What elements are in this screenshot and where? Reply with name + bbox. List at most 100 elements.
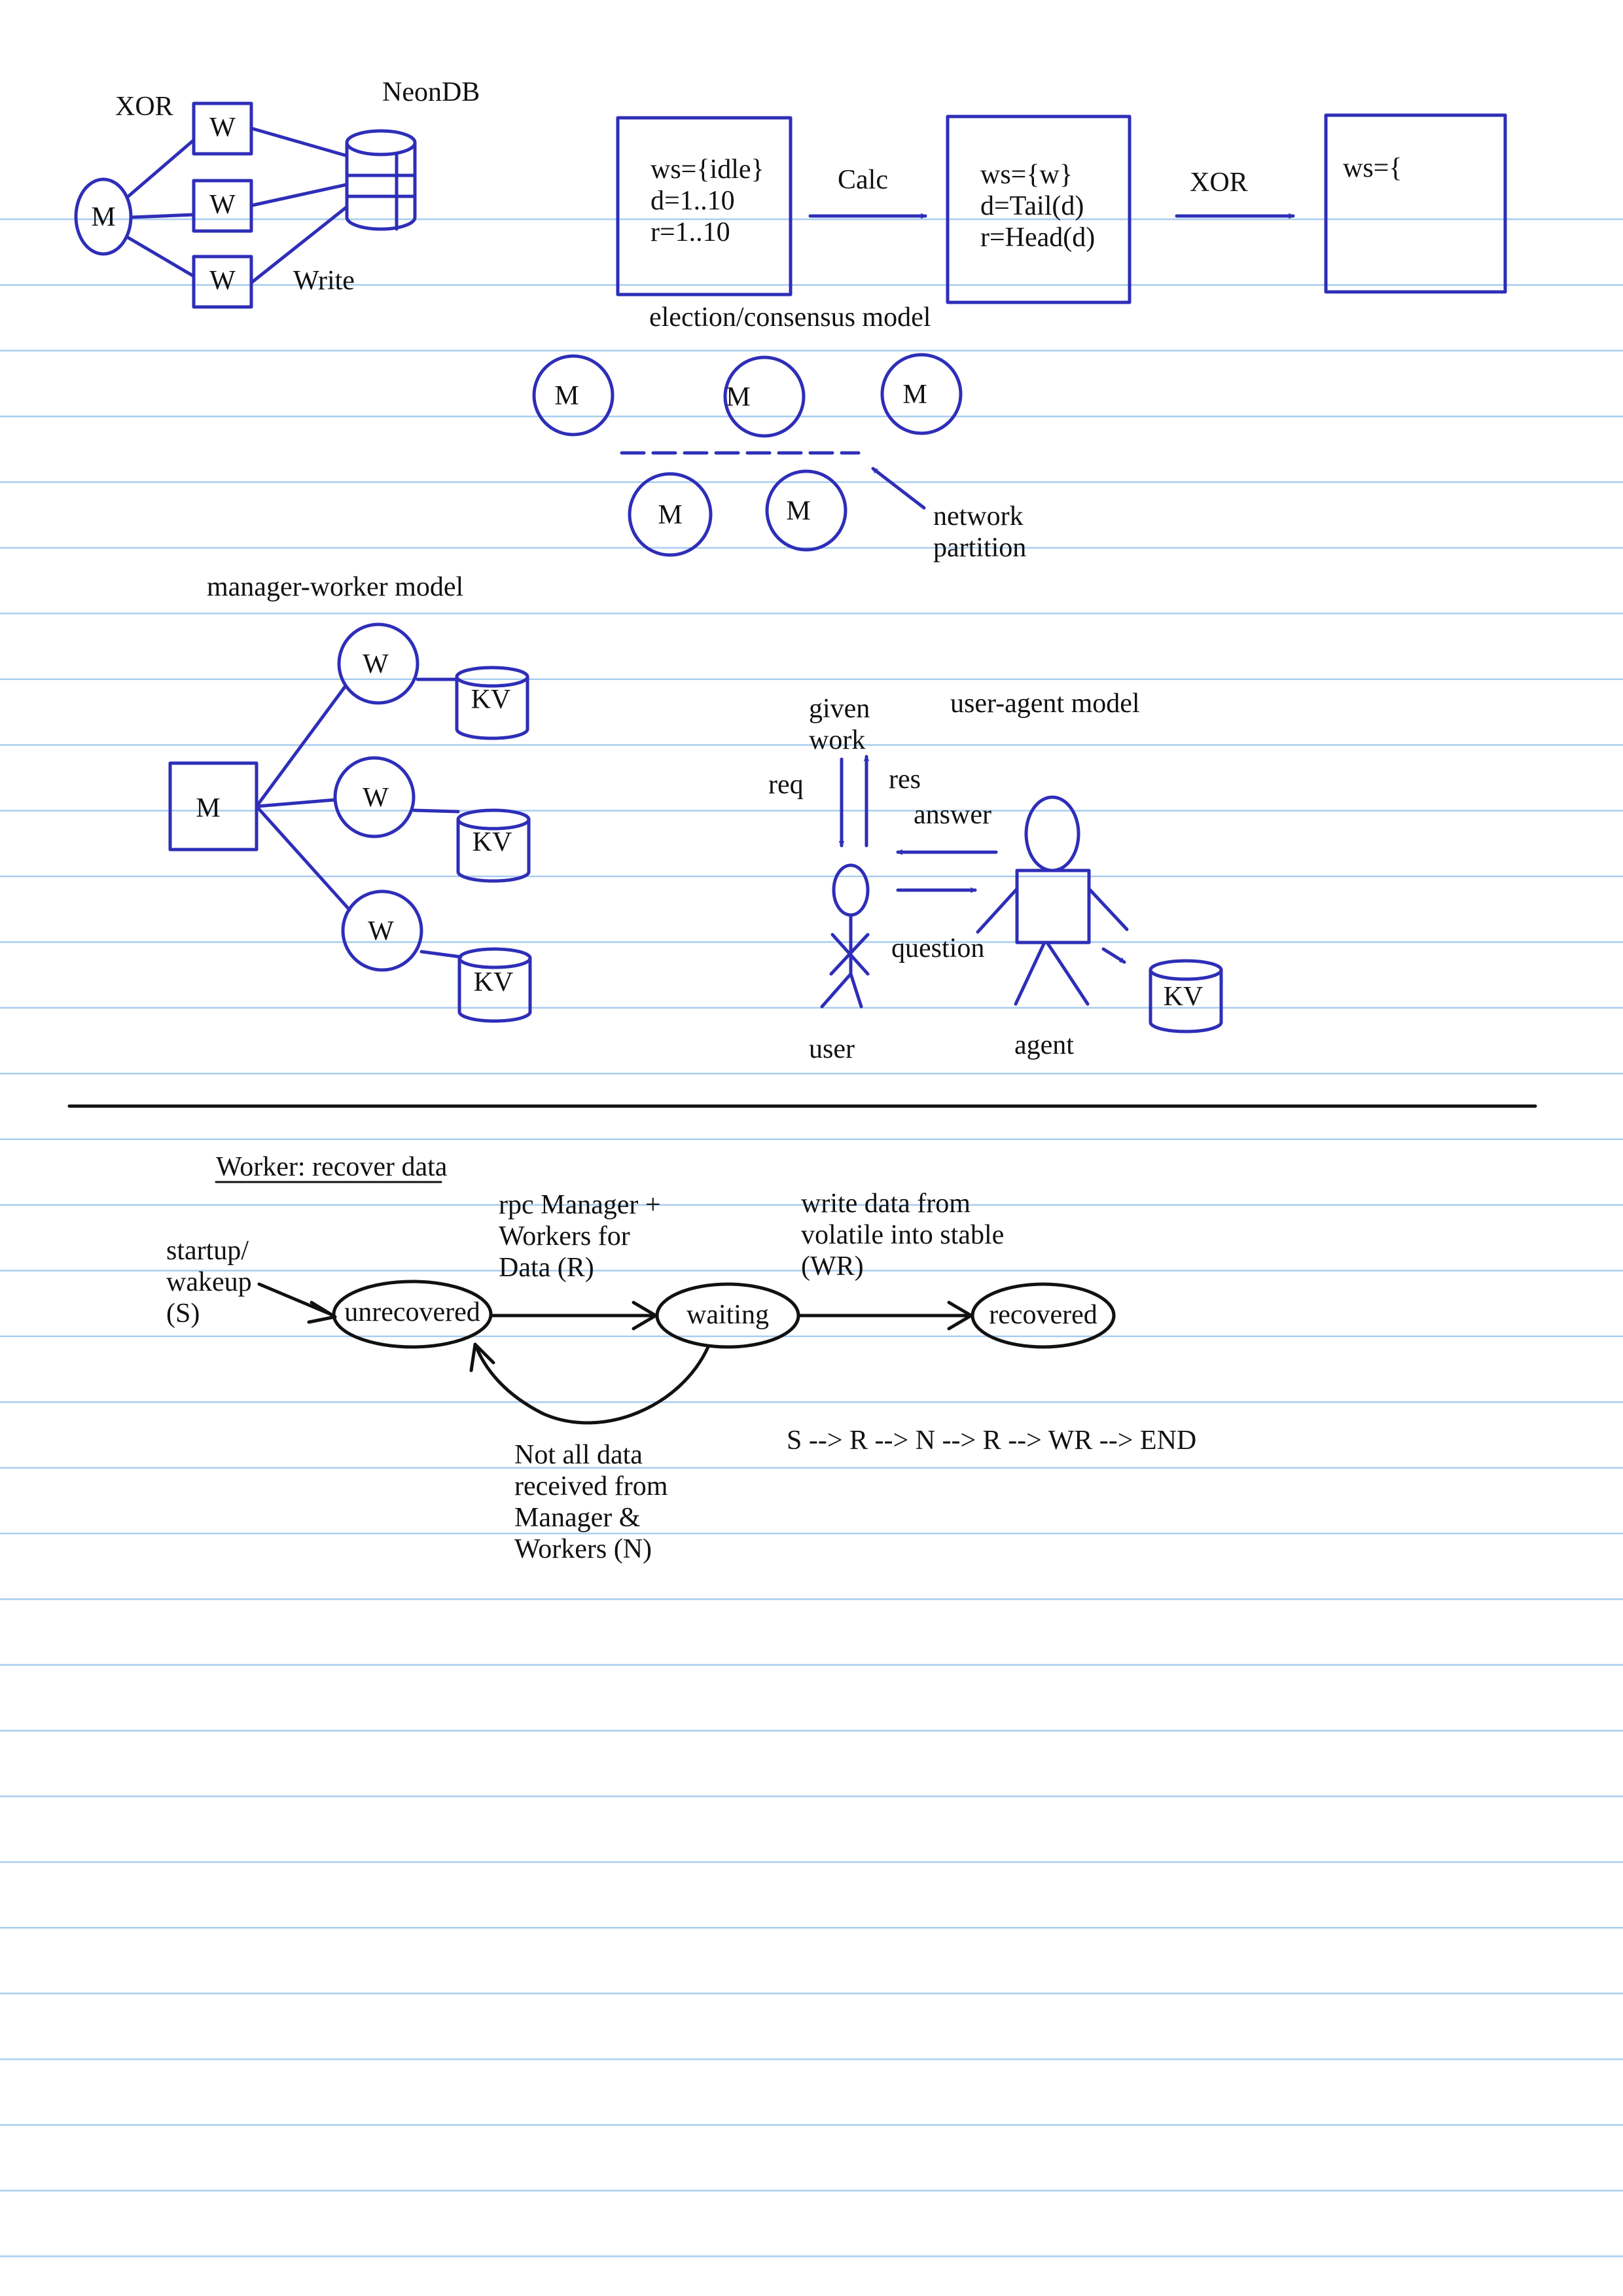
state-box-1-line-3: r=1..10 <box>651 217 730 247</box>
startup-label-line-3: (S) <box>166 1299 200 1329</box>
state-box-2-line-2: d=Tail(d) <box>980 191 1084 221</box>
mw-worker-label-2: W <box>363 783 389 813</box>
worker-label-1: W <box>209 113 236 143</box>
kv-store-icon-1 <box>455 666 529 740</box>
transition-sequence: S --> R --> N --> R --> WR --> END <box>787 1426 1196 1456</box>
state-recovered-label: recovered <box>989 1300 1097 1330</box>
write-label-line-2: volatile into stable <box>801 1220 1004 1250</box>
answer-label: answer <box>914 800 991 830</box>
link-manager-w3 <box>255 804 351 912</box>
agent-kv-label: KV <box>1164 982 1204 1012</box>
election-consensus-diagram: election/consensus model M M M M M netwo… <box>532 302 1026 563</box>
mw-worker-label-1: W <box>363 649 389 679</box>
election-node-5 <box>765 469 847 552</box>
user-label: user <box>809 1034 855 1064</box>
state-box-1-line-2: d=1..10 <box>651 186 735 216</box>
link-m-w2 <box>129 213 196 219</box>
worker-label-3: W <box>209 266 236 296</box>
link-m-w3 <box>125 235 196 278</box>
kv-store-icon-2 <box>456 808 531 883</box>
xor-arrow-label: XOR <box>1190 168 1248 198</box>
state-waiting-label: waiting <box>687 1300 769 1330</box>
startup-label-line-2: wakeup <box>166 1267 252 1297</box>
not-all-label-line-2: received from <box>514 1471 668 1501</box>
partition-arrow <box>871 467 926 510</box>
link-w3-kv <box>419 950 463 959</box>
neondb-label: NeonDB <box>382 77 480 107</box>
state-box-1-line-1: ws={idle} <box>651 154 764 185</box>
election-node-2 <box>723 355 806 438</box>
agent-kv-store-icon <box>1149 959 1223 1033</box>
link-w1-db <box>249 126 349 158</box>
state-box-2 <box>946 115 1132 304</box>
not-all-data-loop <box>473 1342 710 1425</box>
election-node-label-3: M <box>902 380 927 410</box>
election-node-4 <box>628 472 713 557</box>
link-manager-w1 <box>255 684 348 808</box>
state-unrecovered-label: unrecovered <box>344 1297 480 1327</box>
not-all-data-loop-head <box>469 1342 495 1372</box>
state-box-3-line-1: ws={ <box>1343 153 1402 183</box>
link-m-w1 <box>126 138 196 198</box>
calc-label: Calc <box>838 165 888 195</box>
write-transition-head <box>947 1300 973 1331</box>
state-box-1 <box>616 116 793 296</box>
manager-box-label: M <box>196 793 220 823</box>
recovery-heading: Worker: recover data <box>216 1152 448 1182</box>
mw-worker-2 <box>333 756 416 838</box>
kv-store-icon-3 <box>457 947 532 1023</box>
link-w2-db <box>249 183 349 207</box>
res-label: res <box>889 764 921 795</box>
mw-worker-1 <box>337 622 419 705</box>
link-w2-kv <box>412 808 460 814</box>
election-node-label-4: M <box>658 500 682 530</box>
state-transition-boxes: ws={idle} d=1..10 r=1..10 Calc ws={w} d=… <box>616 113 1507 304</box>
link-w3-db <box>249 205 349 285</box>
mw-worker-3 <box>341 889 423 972</box>
not-all-label-line-1: Not all data <box>514 1440 643 1470</box>
manager-label: M <box>91 202 115 232</box>
state-box-2-line-3: r=Head(d) <box>980 223 1095 253</box>
write-label-line-1: write data from <box>801 1189 971 1219</box>
mw-worker-label-3: W <box>368 916 394 946</box>
question-label: question <box>891 933 984 963</box>
write-label: Write <box>293 266 355 296</box>
rpc-label-line-2: Workers for <box>499 1221 630 1251</box>
startup-label-line-1: startup/ <box>166 1236 249 1266</box>
election-node-label-5: M <box>786 496 810 526</box>
user-agent-title: user-agent model <box>950 689 1140 719</box>
neondb-sketch: XOR NeonDB M W W W Write <box>74 77 480 309</box>
kv-label-1: KV <box>471 685 511 715</box>
manager-worker-diagram: manager-worker model M W W W <box>168 572 532 1023</box>
agent-figure-icon <box>976 795 1129 1006</box>
rpc-label-line-3: Data (R) <box>499 1253 594 1283</box>
rpc-label-line-1: rpc Manager + <box>499 1190 661 1220</box>
not-all-label-line-3: Manager & <box>514 1503 640 1533</box>
state-box-2-line-1: ws={w} <box>980 160 1073 190</box>
xor-label: XOR <box>115 92 173 122</box>
neondb-database-icon <box>345 129 417 231</box>
given-work-line-1: given <box>809 694 870 724</box>
not-all-label-line-4: Workers (N) <box>514 1534 652 1564</box>
given-work-line-2: work <box>809 725 865 755</box>
election-node-label-2: M <box>726 382 750 412</box>
link-manager-w2 <box>255 798 337 808</box>
election-node-label-1: M <box>554 381 579 411</box>
worker-recovery-diagram: Worker: recover data startup/ wakeup (S)… <box>166 1152 1196 1564</box>
manager-worker-title: manager-worker model <box>207 572 463 602</box>
write-label-line-3: (WR) <box>801 1251 864 1282</box>
agent-label: agent <box>1014 1030 1074 1060</box>
election-node-3 <box>880 353 963 435</box>
user-figure-icon <box>820 863 870 1009</box>
kv-label-3: KV <box>474 967 514 997</box>
worker-label-2: W <box>209 190 236 220</box>
election-title: election/consensus model <box>649 302 931 332</box>
ruled-lines <box>0 218 1623 2257</box>
user-agent-diagram: user-agent model given work req res answ… <box>768 689 1223 1064</box>
state-box-3 <box>1324 113 1507 294</box>
req-label: req <box>768 770 804 800</box>
partition-label-line-1: network <box>933 501 1024 531</box>
partition-label-line-2: partition <box>933 533 1026 563</box>
election-node-1 <box>532 354 615 437</box>
